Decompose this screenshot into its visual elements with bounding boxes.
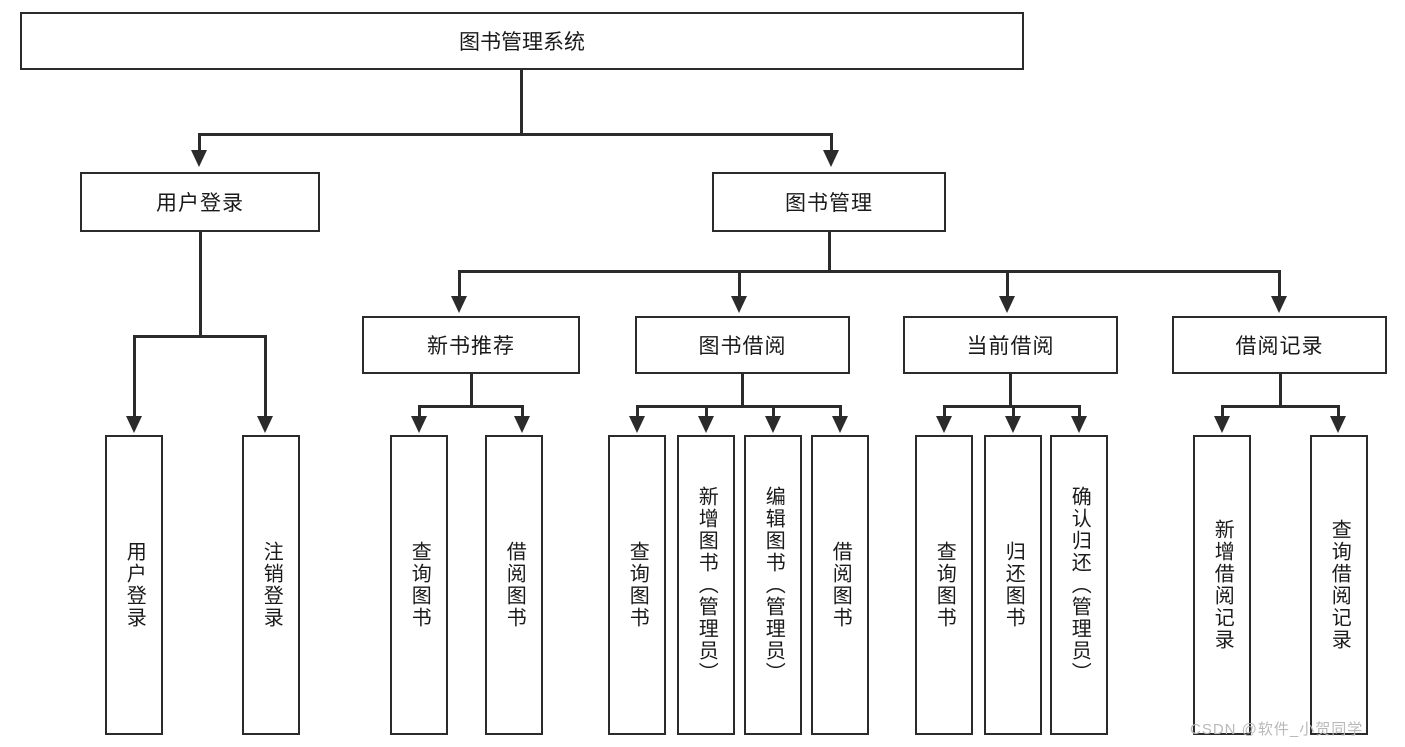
node-book-borrow[interactable]: 图书借阅 (635, 316, 850, 374)
node-root-label: 图书管理系统 (459, 31, 585, 54)
node-new-book-recommend-label: 新书推荐 (427, 335, 515, 358)
connector-level3-bus (458, 270, 1280, 273)
connector-level3-drop-3 (1006, 270, 1009, 298)
node-borrow-record[interactable]: 借阅记录 (1172, 316, 1387, 374)
arrow-to-br-leaf-2 (1330, 416, 1346, 433)
leaf-br-add-record-label: 新增借阅记录 (1211, 519, 1234, 651)
leaf-cb-query-book-label: 查询图书 (933, 541, 956, 629)
connector-level3-drop-1 (458, 270, 461, 298)
leaf-bb-edit-book-label: 编辑图书（管理员） (762, 486, 785, 684)
leaf-bb-borrow-book-label: 借阅图书 (829, 541, 852, 629)
arrow-to-bb-leaf-3 (765, 416, 781, 433)
arrow-to-cb-leaf-3 (1071, 416, 1087, 433)
connector-bb-drop-1 (636, 405, 639, 418)
arrow-to-nbr-leaf-1 (411, 416, 427, 433)
connector-nbr-bus (418, 405, 523, 408)
node-user-login[interactable]: 用户登录 (80, 172, 320, 232)
arrow-to-new-book-recommend (451, 296, 467, 313)
node-book-manage-label: 图书管理 (785, 192, 873, 215)
arrow-to-bb-leaf-2 (698, 416, 714, 433)
connector-bb-drop-4 (839, 405, 842, 418)
connector-cb-bus (943, 405, 1080, 408)
leaf-user-login[interactable]: 用户登录 (105, 435, 163, 735)
leaf-br-query-record[interactable]: 查询借阅记录 (1310, 435, 1368, 735)
arrow-to-book-manage (823, 150, 839, 167)
leaf-cb-query-book[interactable]: 查询图书 (915, 435, 973, 735)
connector-cb-drop-3 (1078, 405, 1081, 418)
connector-nbr-drop-2 (521, 405, 524, 418)
leaf-cb-return-book-label: 归还图书 (1002, 541, 1025, 629)
connector-root-stem (520, 70, 523, 135)
node-borrow-record-label: 借阅记录 (1235, 335, 1324, 358)
node-book-borrow-label: 图书借阅 (698, 335, 787, 358)
leaf-bb-add-book[interactable]: 新增图书（管理员） (677, 435, 735, 735)
arrow-to-cb-leaf-1 (936, 416, 952, 433)
node-new-book-recommend[interactable]: 新书推荐 (362, 316, 580, 374)
connector-br-stem (1279, 374, 1282, 407)
leaf-br-add-record[interactable]: 新增借阅记录 (1193, 435, 1251, 735)
leaf-br-query-record-label: 查询借阅记录 (1328, 519, 1351, 651)
connector-cb-drop-2 (1012, 405, 1015, 418)
node-current-borrow[interactable]: 当前借阅 (903, 316, 1118, 374)
connector-nbr-drop-1 (418, 405, 421, 418)
leaf-logout[interactable]: 注销登录 (242, 435, 300, 735)
arrow-to-book-borrow (731, 296, 747, 313)
leaf-cb-return-book[interactable]: 归还图书 (984, 435, 1042, 735)
connector-root-bus (198, 133, 832, 136)
arrow-to-nbr-leaf-2 (514, 416, 530, 433)
leaf-logout-label: 注销登录 (260, 541, 283, 629)
arrow-to-borrow-record (1271, 296, 1287, 313)
leaf-nbr-borrow-book[interactable]: 借阅图书 (485, 435, 543, 735)
leaf-nbr-query-book-label: 查询图书 (408, 541, 431, 629)
arrow-to-bb-leaf-1 (629, 416, 645, 433)
leaf-bb-query-book[interactable]: 查询图书 (608, 435, 666, 735)
leaf-bb-edit-book[interactable]: 编辑图书（管理员） (744, 435, 802, 735)
connector-cb-stem (1009, 374, 1012, 407)
arrow-to-leaf-user-login (126, 416, 142, 433)
connector-bb-bus (636, 405, 841, 408)
leaf-nbr-borrow-book-label: 借阅图书 (503, 541, 526, 629)
connector-user-login-drop-2 (264, 335, 267, 418)
node-root[interactable]: 图书管理系统 (20, 12, 1024, 70)
arrow-to-cb-leaf-2 (1005, 416, 1021, 433)
arrow-to-bb-leaf-4 (832, 416, 848, 433)
connector-bb-drop-3 (772, 405, 775, 418)
connector-cb-drop-1 (943, 405, 946, 418)
connector-user-login-bus (133, 335, 266, 338)
leaf-bb-add-book-label: 新增图书（管理员） (695, 486, 718, 684)
leaf-bb-borrow-book[interactable]: 借阅图书 (811, 435, 869, 735)
leaf-nbr-query-book[interactable]: 查询图书 (390, 435, 448, 735)
leaf-cb-confirm-return-label: 确认归还（管理员） (1068, 486, 1091, 684)
connector-level3-drop-4 (1278, 270, 1281, 298)
connector-br-drop-2 (1337, 405, 1340, 418)
node-user-login-label: 用户登录 (156, 192, 244, 215)
connector-bb-drop-2 (705, 405, 708, 418)
arrow-to-user-login (191, 150, 207, 167)
arrow-to-br-leaf-1 (1214, 416, 1230, 433)
arrow-to-current-borrow (999, 296, 1015, 313)
connector-root-drop-right (830, 133, 833, 151)
leaf-user-login-label: 用户登录 (123, 541, 146, 629)
connector-br-bus (1221, 405, 1339, 408)
watermark: CSDN @软件_小贺同学 (1190, 721, 1364, 738)
leaf-bb-query-book-label: 查询图书 (626, 541, 649, 629)
node-current-borrow-label: 当前借阅 (966, 335, 1055, 358)
connector-root-drop-left (198, 133, 201, 151)
arrow-to-leaf-logout (257, 416, 273, 433)
connector-level3-drop-2 (738, 270, 741, 298)
connector-user-login-drop-1 (133, 335, 136, 418)
leaf-cb-confirm-return[interactable]: 确认归还（管理员） (1050, 435, 1108, 735)
connector-user-login-stem (199, 232, 202, 337)
connector-nbr-stem (470, 374, 473, 407)
node-book-manage[interactable]: 图书管理 (712, 172, 946, 232)
connector-br-drop-1 (1221, 405, 1224, 418)
connector-bb-stem (741, 374, 744, 407)
connector-book-manage-stem (828, 232, 831, 272)
